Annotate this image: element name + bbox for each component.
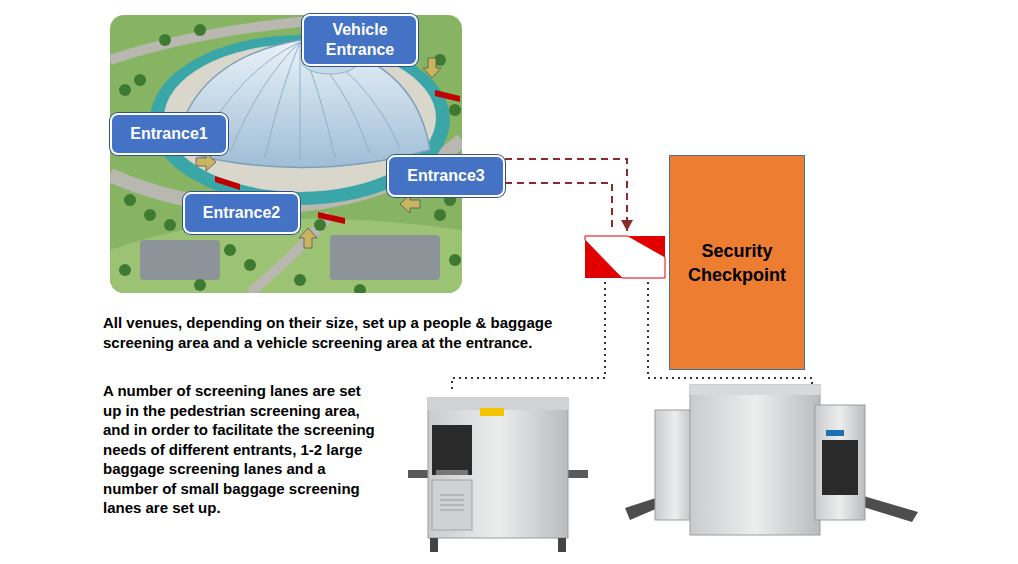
note-text: A number of screening lanes are set up i…: [103, 381, 381, 518]
box-text: Vehicle Entrance: [310, 20, 410, 60]
entrance-box: Entrance3: [387, 155, 505, 197]
barrier-white: [585, 236, 665, 278]
barrier-icon: [585, 236, 665, 278]
box-text: Entrance3: [407, 166, 484, 186]
tunnel: [822, 440, 858, 495]
tunnel: [432, 425, 472, 475]
warning-label: [480, 408, 504, 416]
panel: [432, 480, 472, 530]
box-text: Entrance1: [130, 124, 207, 144]
machine-body: [428, 398, 568, 538]
dashed-route: [505, 183, 612, 232]
small-xray-machine: [408, 398, 588, 552]
parking-lot: [330, 235, 440, 280]
conveyor: [860, 495, 918, 522]
vents: [440, 495, 464, 510]
leg: [558, 538, 566, 552]
dashed-line: [505, 159, 627, 231]
belt: [436, 470, 468, 475]
direction-arrows: [196, 58, 441, 248]
parking-lot: [140, 240, 220, 280]
box-text: Security Checkpoint: [676, 239, 798, 287]
brand-label: [826, 430, 844, 436]
entrance-box: Vehicle Entrance: [302, 14, 418, 66]
machine-side: [815, 405, 865, 520]
machine-top: [690, 385, 820, 395]
box-text: Entrance2: [203, 203, 280, 223]
large-xray-machine: [625, 385, 918, 535]
leg: [430, 538, 438, 552]
machine-body: [690, 385, 820, 535]
machine-side: [655, 410, 695, 520]
note-text: All venues, depending on their size, set…: [103, 313, 553, 352]
ground: [110, 15, 462, 293]
entrance-box: Entrance1: [110, 113, 228, 155]
stadium-aerial: [110, 15, 462, 293]
connector: [505, 159, 633, 231]
entrance-box: Entrance2: [183, 192, 300, 234]
checkpoint-box: Security Checkpoint: [669, 155, 805, 370]
arrowhead: [621, 220, 633, 231]
